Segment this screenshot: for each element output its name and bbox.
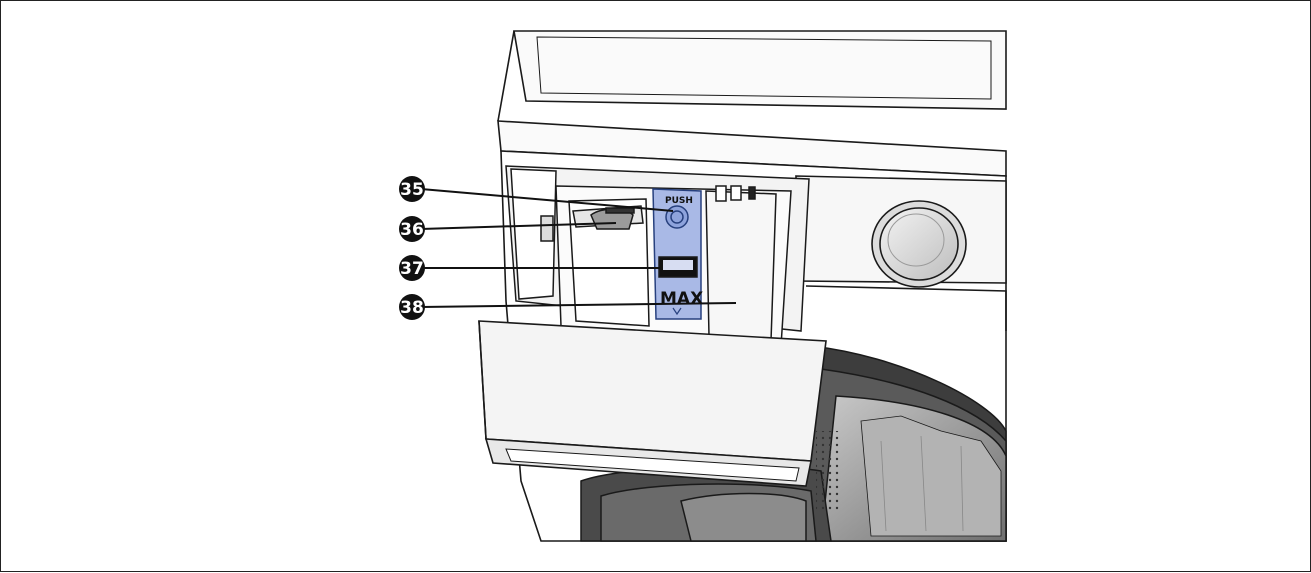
drawer-front: [478, 320, 827, 487]
leader-lines: [420, 188, 737, 308]
callout-36-number: 36: [400, 220, 424, 240]
callout-35-number: 35: [400, 180, 424, 200]
callout-38-number: 38: [400, 298, 424, 318]
callout-37: 37: [399, 255, 425, 281]
program-knob: [871, 200, 967, 288]
dispenser-drawer: [555, 185, 792, 347]
leader-line-36: [420, 222, 617, 230]
callout-35: 35: [399, 176, 425, 202]
callout-37-number: 37: [400, 259, 424, 279]
callout-38: 38: [399, 294, 425, 320]
max-label: MAX: [660, 289, 703, 309]
callout-36: 36: [399, 216, 425, 242]
push-label: PUSH: [665, 196, 693, 206]
door-and-drum: [580, 345, 1007, 542]
leader-line-38: [420, 302, 737, 308]
leader-line-35: [420, 188, 674, 212]
